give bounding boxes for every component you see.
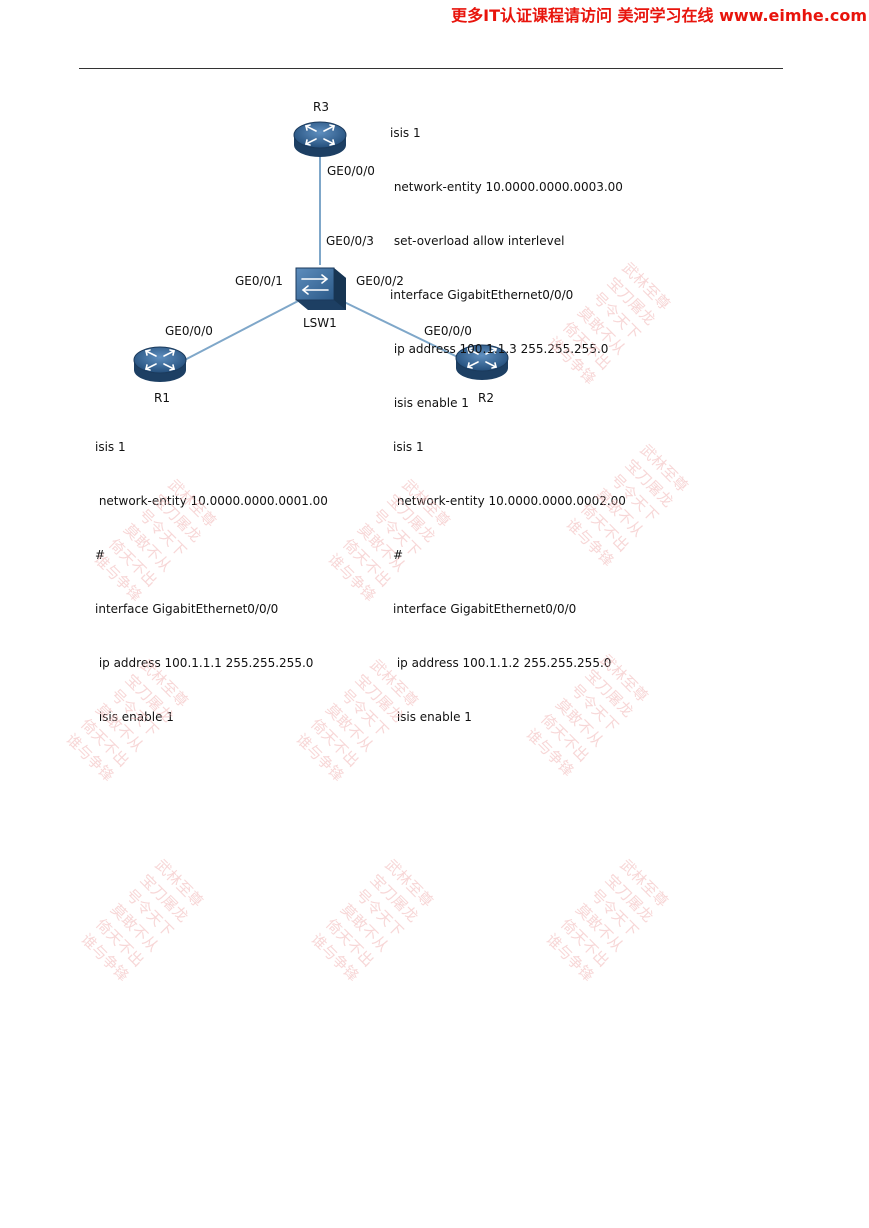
config-line: interface GigabitEthernet0/0/0: [95, 602, 279, 616]
config-line: interface GigabitEthernet0/0/0: [390, 288, 574, 302]
config-line: ip address 100.1.1.3 255.255.255.0: [390, 342, 609, 356]
link-lsw1-r2: [339, 299, 471, 364]
header-divider: [79, 68, 783, 69]
config-block-r3: isis 1 network-entity 10.0000.0000.0003.…: [390, 88, 623, 430]
port-label-lsw1-ge001: GE0/0/1: [235, 274, 283, 288]
port-label-lsw1-ge003: GE0/0/3: [326, 234, 374, 248]
config-block-r1: isis 1 network-entity 10.0000.0000.0001.…: [95, 402, 328, 744]
header-site-link[interactable]: 更多IT认证课程请访问 美河学习在线 www.eimhe.com: [451, 6, 867, 25]
node-label-r1: R1: [154, 391, 170, 405]
config-line: network-entity 10.0000.0000.0003.00: [390, 180, 623, 194]
node-label-lsw1: LSW1: [303, 316, 337, 330]
config-block-r2: isis 1 network-entity 10.0000.0000.0002.…: [393, 402, 626, 744]
links: [174, 150, 471, 366]
config-line: #: [95, 548, 106, 562]
config-line: ip address 100.1.1.2 255.255.255.0: [393, 656, 612, 670]
config-line: set-overload allow interlevel: [390, 234, 565, 248]
config-line: network-entity 10.0000.0000.0001.00: [95, 494, 328, 508]
config-line: network-entity 10.0000.0000.0002.00: [393, 494, 626, 508]
config-line: isis 1: [95, 440, 126, 454]
switch-icon[interactable]: [295, 267, 346, 310]
port-label-r3-ge000: GE0/0/0: [327, 164, 375, 178]
link-lsw1-r1: [174, 299, 301, 366]
config-line: isis enable 1: [95, 710, 174, 724]
config-line: ip address 100.1.1.1 255.255.255.0: [95, 656, 314, 670]
router-icon[interactable]: [133, 346, 187, 383]
port-label-r1-ge000: GE0/0/0: [165, 324, 213, 338]
node-label-r3: R3: [313, 100, 329, 114]
config-line: isis enable 1: [393, 710, 472, 724]
config-line: interface GigabitEthernet0/0/0: [393, 602, 577, 616]
config-line: isis enable 1: [390, 396, 469, 410]
node-label-r2: R2: [478, 391, 494, 405]
config-line: isis 1: [390, 126, 421, 140]
config-line: #: [393, 548, 404, 562]
port-label-lsw1-ge002: GE0/0/2: [356, 274, 404, 288]
port-label-r2-ge000: GE0/0/0: [424, 324, 472, 338]
config-line: isis 1: [393, 440, 424, 454]
router-icon[interactable]: [293, 121, 347, 158]
